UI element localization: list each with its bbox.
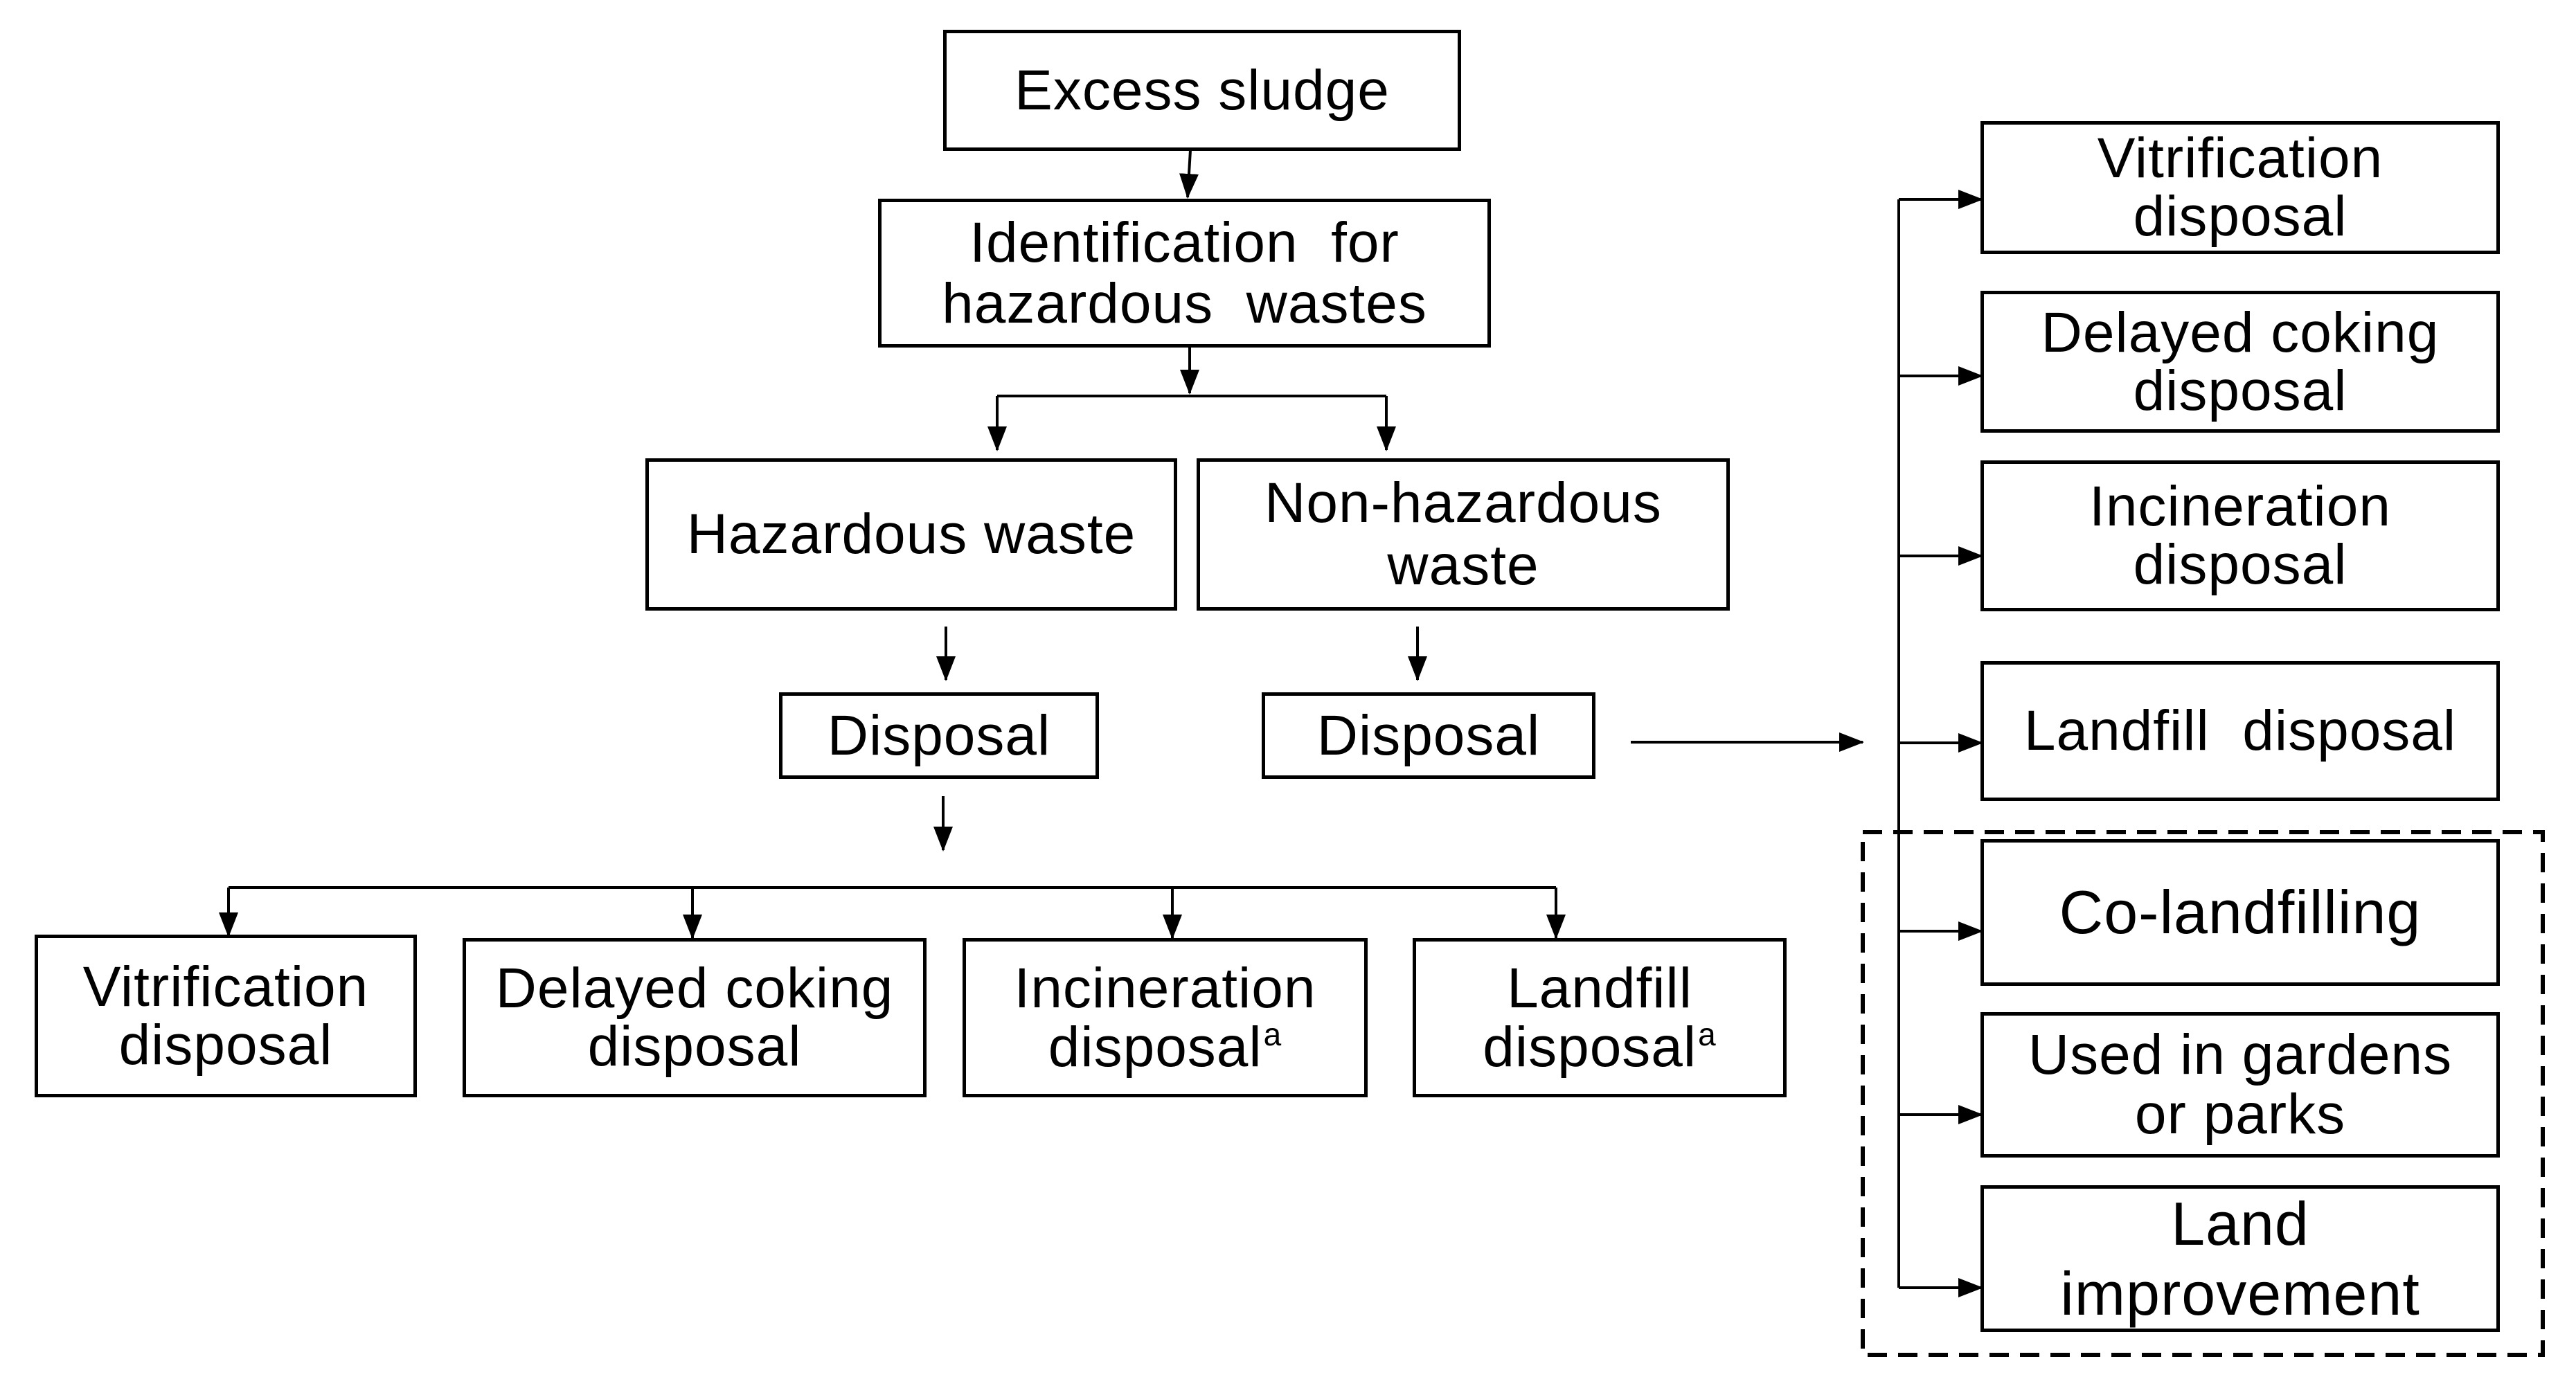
node-identification: Identification for hazardous wastes — [878, 199, 1491, 348]
node-right-vitrification: Vitrification disposal — [1980, 121, 2500, 254]
node-right-gardens-line2: or parks — [2134, 1083, 2346, 1146]
node-right-delayed-coking: Delayed coking disposal — [1980, 291, 2500, 433]
node-bottom-vitrification: Vitrification disposal — [35, 935, 417, 1097]
node-right-land-improvement-line2: improvement — [2060, 1259, 2420, 1328]
node-hazardous-waste-label: Hazardous waste — [686, 503, 1136, 566]
node-disposal-non-hazardous: Disposal — [1262, 692, 1595, 779]
node-right-co-landfilling: Co-landfilling — [1980, 839, 2500, 986]
node-right-incineration: Incineration disposal — [1980, 460, 2500, 611]
node-right-gardens-line1: Used in gardens — [2028, 1023, 2453, 1086]
node-non-hazardous-line1: Non-hazardous — [1264, 471, 1662, 534]
node-bottom-incineration-line2: disposal — [1048, 1015, 1262, 1079]
node-non-hazardous-line2: waste — [1387, 534, 1539, 597]
node-right-land-improvement: Land improvement — [1980, 1185, 2500, 1332]
node-disposal-hazardous-label: Disposal — [827, 703, 1051, 767]
node-right-landfill-label: Landfill disposal — [2023, 699, 2457, 762]
node-right-delayed-coking-line1: Delayed coking — [2041, 300, 2440, 364]
reuse-options-dashed-group — [1861, 830, 2545, 1357]
node-bottom-incineration: Incineration disposala — [963, 938, 1368, 1097]
node-disposal-hazardous: Disposal — [779, 692, 1099, 779]
node-right-delayed-coking-line2: disposal — [2133, 359, 2347, 422]
node-disposal-non-hazardous-label: Disposal — [1316, 703, 1541, 767]
node-non-hazardous-waste: Non-hazardous waste — [1197, 458, 1730, 611]
node-right-vitrification-line2: disposal — [2133, 185, 2347, 248]
node-bottom-incineration-line1: Incineration — [1014, 956, 1316, 1020]
node-hazardous-waste: Hazardous waste — [645, 458, 1177, 611]
node-bottom-landfill-footnote: a — [1698, 1016, 1717, 1052]
node-excess-sludge: Excess sludge — [943, 30, 1461, 151]
node-bottom-landfill-line2: disposal — [1483, 1015, 1697, 1079]
node-right-land-improvement-line1: Land — [2171, 1189, 2309, 1258]
node-right-incineration-line2: disposal — [2133, 533, 2347, 596]
node-right-incineration-line1: Incineration — [2089, 475, 2391, 538]
node-right-gardens: Used in gardens or parks — [1980, 1012, 2500, 1158]
node-right-landfill: Landfill disposal — [1980, 661, 2500, 801]
node-bottom-landfill-line1: Landfill — [1507, 956, 1692, 1020]
node-right-co-landfilling-label: Co-landfilling — [2059, 878, 2422, 947]
node-identification-line2: hazardous wastes — [942, 271, 1427, 335]
node-bottom-delayed-coking-line1: Delayed coking — [495, 957, 894, 1020]
node-identification-line1: Identification for — [969, 210, 1399, 274]
node-bottom-vitrification-line2: disposal — [118, 1013, 333, 1077]
node-bottom-landfill: Landfill disposala — [1413, 938, 1787, 1097]
node-excess-sludge-label: Excess sludge — [1014, 58, 1390, 122]
node-bottom-incineration-footnote: a — [1263, 1016, 1282, 1052]
node-bottom-delayed-coking: Delayed coking disposal — [463, 938, 927, 1097]
node-bottom-delayed-coking-line2: disposal — [587, 1015, 802, 1078]
node-bottom-vitrification-line1: Vitrification — [82, 955, 369, 1018]
node-right-vitrification-line1: Vitrification — [2097, 127, 2383, 190]
